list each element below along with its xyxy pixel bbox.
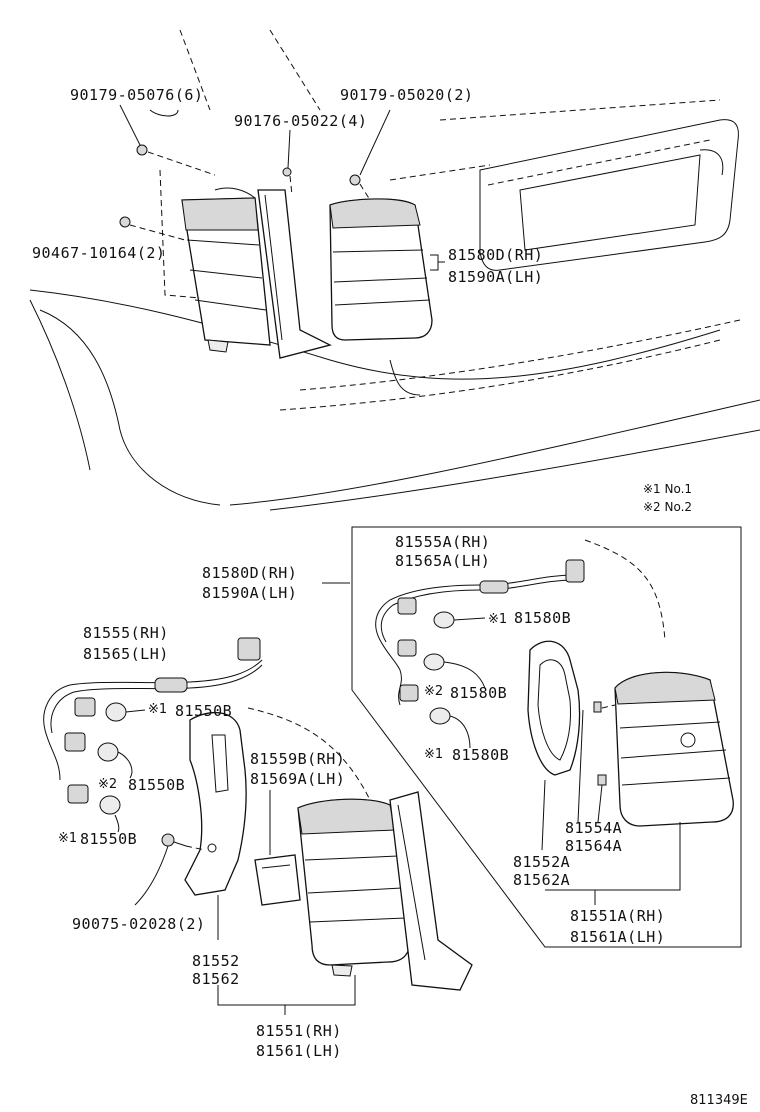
socket-icon [67, 784, 89, 804]
label-81562A: 81562A [513, 871, 570, 889]
label-90467-10164: 90467-10164(2) [32, 244, 165, 262]
marker-1-a: ※1 [488, 612, 507, 627]
garnish-piece-middle [389, 791, 473, 991]
label-81569A-lh: 81569A(LH) [250, 770, 345, 788]
label-81580B-3: 81580B [452, 746, 509, 764]
detail-box-outline [351, 526, 742, 948]
label-81550B-3: 81550B [80, 830, 137, 848]
socket-icon [397, 597, 417, 615]
label-81580B-1: 81580B [514, 609, 571, 627]
label-90179-05020: 90179-05020(2) [340, 86, 473, 104]
label-81561-lh: 81561(LH) [256, 1042, 342, 1060]
label-81550B-2: 81550B [128, 776, 185, 794]
diagram-reference-code: 811349E [690, 1093, 748, 1108]
bulb-icon [105, 702, 127, 722]
label-90176-05022: 90176-05022(4) [234, 112, 367, 130]
clip-icon [349, 174, 361, 186]
label-81565-lh: 81565(LH) [83, 645, 169, 663]
tail-lamp-middle [297, 798, 411, 977]
label-81554A: 81554A [565, 819, 622, 837]
label-81580D-rh-mid: 81580D(RH) [202, 564, 297, 582]
label-81551-rh: 81551(RH) [256, 1022, 342, 1040]
wire-harness-left [43, 637, 263, 815]
clip-icon [119, 216, 131, 228]
label-81559B-rh: 81559B(RH) [250, 750, 345, 768]
clip-icon [136, 144, 148, 156]
bulb-icon [429, 707, 451, 725]
garnish-piece-top [257, 189, 332, 359]
marker-1-d: ※1 [58, 831, 77, 846]
label-81564A: 81564A [565, 837, 622, 855]
label-81551A-rh: 81551A(RH) [570, 907, 665, 925]
tail-lamp-right [614, 671, 734, 827]
label-81552A: 81552A [513, 853, 570, 871]
wire-harness-right [375, 559, 585, 725]
label-81550B-1: 81550B [175, 702, 232, 720]
clip-icon [282, 167, 292, 177]
socket-icon [64, 732, 86, 752]
label-90179-05076: 90179-05076(6) [70, 86, 203, 104]
gasket-right [527, 640, 581, 776]
socket-icon [397, 639, 417, 657]
bulb-icon [433, 611, 455, 629]
label-81590A-lh-mid: 81590A(LH) [202, 584, 297, 602]
bulb-icon [423, 653, 445, 671]
screw-90075 [161, 833, 187, 847]
label-81580B-2: 81580B [450, 684, 507, 702]
plate-81559B [254, 854, 301, 906]
label-81561A-lh: 81561A(LH) [570, 928, 665, 946]
screw-icon [161, 833, 175, 847]
label-90075-02028: 90075-02028(2) [72, 915, 205, 933]
label-81555A-rh: 81555A(RH) [395, 533, 490, 551]
marker-2-a: ※2 [424, 684, 443, 699]
note-1: ※1 No.1 [643, 482, 692, 496]
bracket-left [184, 711, 247, 896]
vehicle-rear-body [29, 29, 760, 511]
socket-icon [399, 684, 419, 702]
marker-1-c: ※1 [148, 702, 167, 717]
fasteners-top [119, 144, 371, 299]
label-81552: 81552 [192, 952, 240, 970]
clip-icon [593, 701, 602, 713]
label-81590A-lh-top: 81590A(LH) [448, 268, 543, 286]
marker-2-b: ※2 [98, 777, 117, 792]
label-81580D-rh-top: 81580D(RH) [448, 246, 543, 264]
bulb-icon [97, 742, 119, 762]
connector-icon [237, 637, 261, 661]
bulb-icon [99, 795, 121, 815]
outer-tail-lamp-top [181, 187, 271, 353]
connector-icon [565, 559, 585, 583]
clip-icon [597, 774, 607, 786]
note-2: ※2 No.2 [643, 500, 692, 514]
label-81565A-lh: 81565A(LH) [395, 552, 490, 570]
inner-tail-lamp-top [329, 198, 433, 341]
label-81562: 81562 [192, 970, 240, 988]
socket-icon [74, 697, 96, 717]
label-81555-rh: 81555(RH) [83, 624, 169, 642]
marker-1-b: ※1 [424, 747, 443, 762]
